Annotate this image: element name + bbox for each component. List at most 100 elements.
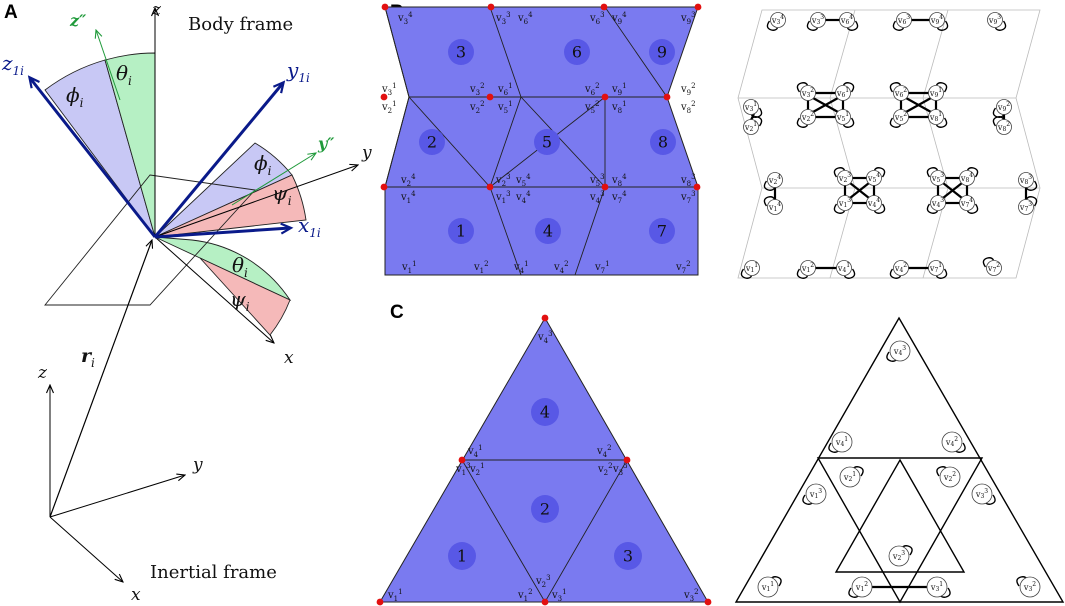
panel-b-vertex-label: v52 [584,100,600,115]
panel-b-graph-node [743,99,759,115]
panel-b-face-circle-3 [448,39,474,65]
panel-b-vertex-label: v82 [680,100,696,115]
panel-b-vertex-9 [380,183,388,191]
panel-b-graph-node-label: v62 [894,87,907,99]
panel-b-graph-node [770,12,786,28]
body-xy-plane [44,174,256,306]
y-axis-body [154,165,358,238]
panel-b-graph-node-label: v63 [897,14,910,26]
panel-b-vertex-11 [601,183,609,191]
panel-b-vertex-label: v32 [469,82,485,97]
panel-b-graph-self-loop [806,20,819,31]
panel-c-vertex-label: v41 [467,444,483,459]
panel-b-graph-self-loop [889,117,902,128]
panel-b-graph-grid [737,9,1041,279]
panel-b-graph-node [1018,199,1034,215]
panel-c-vertex-label: v23 [535,574,551,589]
panel-b-vertex-10 [486,183,494,191]
panel-c-face-circle-1 [448,542,476,570]
panel-b-graph-self-loop [873,167,886,178]
panel-b-vertex-label: v94 [611,11,627,26]
panel-c-face-number-3: 3 [623,547,633,566]
panel-b-graph-link [942,182,963,199]
panel-c-graph-node-label: v42 [945,436,958,448]
panel-b-graph-link [812,97,839,113]
panel-b-face-circle-4 [535,218,561,244]
panel-b-graph-node-label: v53 [931,172,944,184]
panel-b-graph-self-loop [833,203,846,214]
panel-b-graph-self-loop [936,20,949,31]
panel-b-graph-node [837,195,853,211]
panel-c-graph-node [757,576,779,598]
panel-c-graph-node [851,576,873,598]
panel-b-vertex-4 [694,3,702,11]
panel-b-graph-self-loop [796,117,809,128]
panel-b-graph-node-label: v92 [997,101,1010,113]
panel-b-graph-node [959,170,975,186]
panel-b-graph-node [835,85,851,101]
panel-b-graph-node-label: v82 [997,121,1010,133]
inertial-x-axis [49,516,123,582]
panel-c-face-number-1: 1 [457,547,467,566]
panel-b-graph-self-loop [982,257,995,268]
panel-c-graph-node-label: v12 [855,581,868,593]
panel-b-face-circle-5 [534,129,560,155]
panel-c-graph-node [889,340,911,362]
panel-b-face-circle-7 [649,218,675,244]
panel-b-vertex-label: v73 [680,190,696,205]
panel-c-vertex-1 [541,314,549,322]
panel-c-graph-node-label: v11 [761,581,774,593]
panel-b-vertex-label: v43 [589,190,605,205]
panel-b-graph-node-label: v22 [801,111,814,123]
panel-c-vertex-label: v11 [387,588,403,603]
panel-b-graph-node-label: v93 [988,14,1001,26]
z1-axis [27,75,157,238]
panel-b-graph-self-loop [796,82,809,93]
panel-b-vertex-label: v23 [495,173,511,188]
panel-b-graph-node-label: v31 [744,101,757,113]
panel-b-graph-self-loop [889,268,902,279]
panel-b-graph-self-loop [1025,180,1038,191]
panel-b-vertex-label: v91 [611,82,627,97]
panel-b-graph-node [1018,172,1034,188]
panel-b-graph-node-label: v51 [836,111,849,123]
panel-b-face-circle-9 [649,39,675,65]
panel-b-graph-self-loop [935,82,948,93]
position-vector-label: ri [81,345,95,370]
panel-letter-c: C [390,302,404,323]
panel-c-vertex-6 [704,598,712,606]
panel-b-graph-node-label: v73 [1019,201,1032,213]
panel-c-vertex-label: v43 [537,330,553,345]
panel-b-graph-node-label: v43 [931,197,944,209]
panel-c-graph-node [1019,576,1041,598]
z1-axis-label: z1i [1,51,24,78]
panel-b-vertex-label: v93 [680,11,696,26]
panel-b-graph-self-loop [926,167,939,178]
panel-b-graph-node [986,260,1002,276]
panel-b-graph-node [866,170,882,186]
panel-b-vertex-label: v11 [401,260,417,275]
panel-c-face-circle-3 [614,542,642,570]
panel-b-face-number-5: 5 [542,133,552,152]
panel-c-face-number-2: 2 [540,500,550,519]
panel-c-vertex-label: v21 [469,462,485,477]
panel-b-graph-node-label: v83 [1019,174,1032,186]
panel-b-graph-node [866,195,882,211]
panel-b-face-circle-1 [448,218,474,244]
panel-c-face-circle-4 [531,398,559,426]
panel-c-vertex-label: v31 [551,588,567,603]
panel-b-face-number-7: 7 [657,222,667,241]
phi-label-right: ϕi [254,151,272,178]
panel-b-graph-node [930,195,946,211]
panel-c-graph-node [888,545,910,567]
panel-b-vertex-label: v74 [611,190,627,205]
panel-b-graph-self-loop [833,167,846,178]
panel-b-graph-self-loop [892,20,905,31]
panel-b-graph-node-label: v23 [838,172,851,184]
panel-b-face-number-2: 2 [427,133,437,152]
panel-b-vertex-2 [487,3,495,11]
